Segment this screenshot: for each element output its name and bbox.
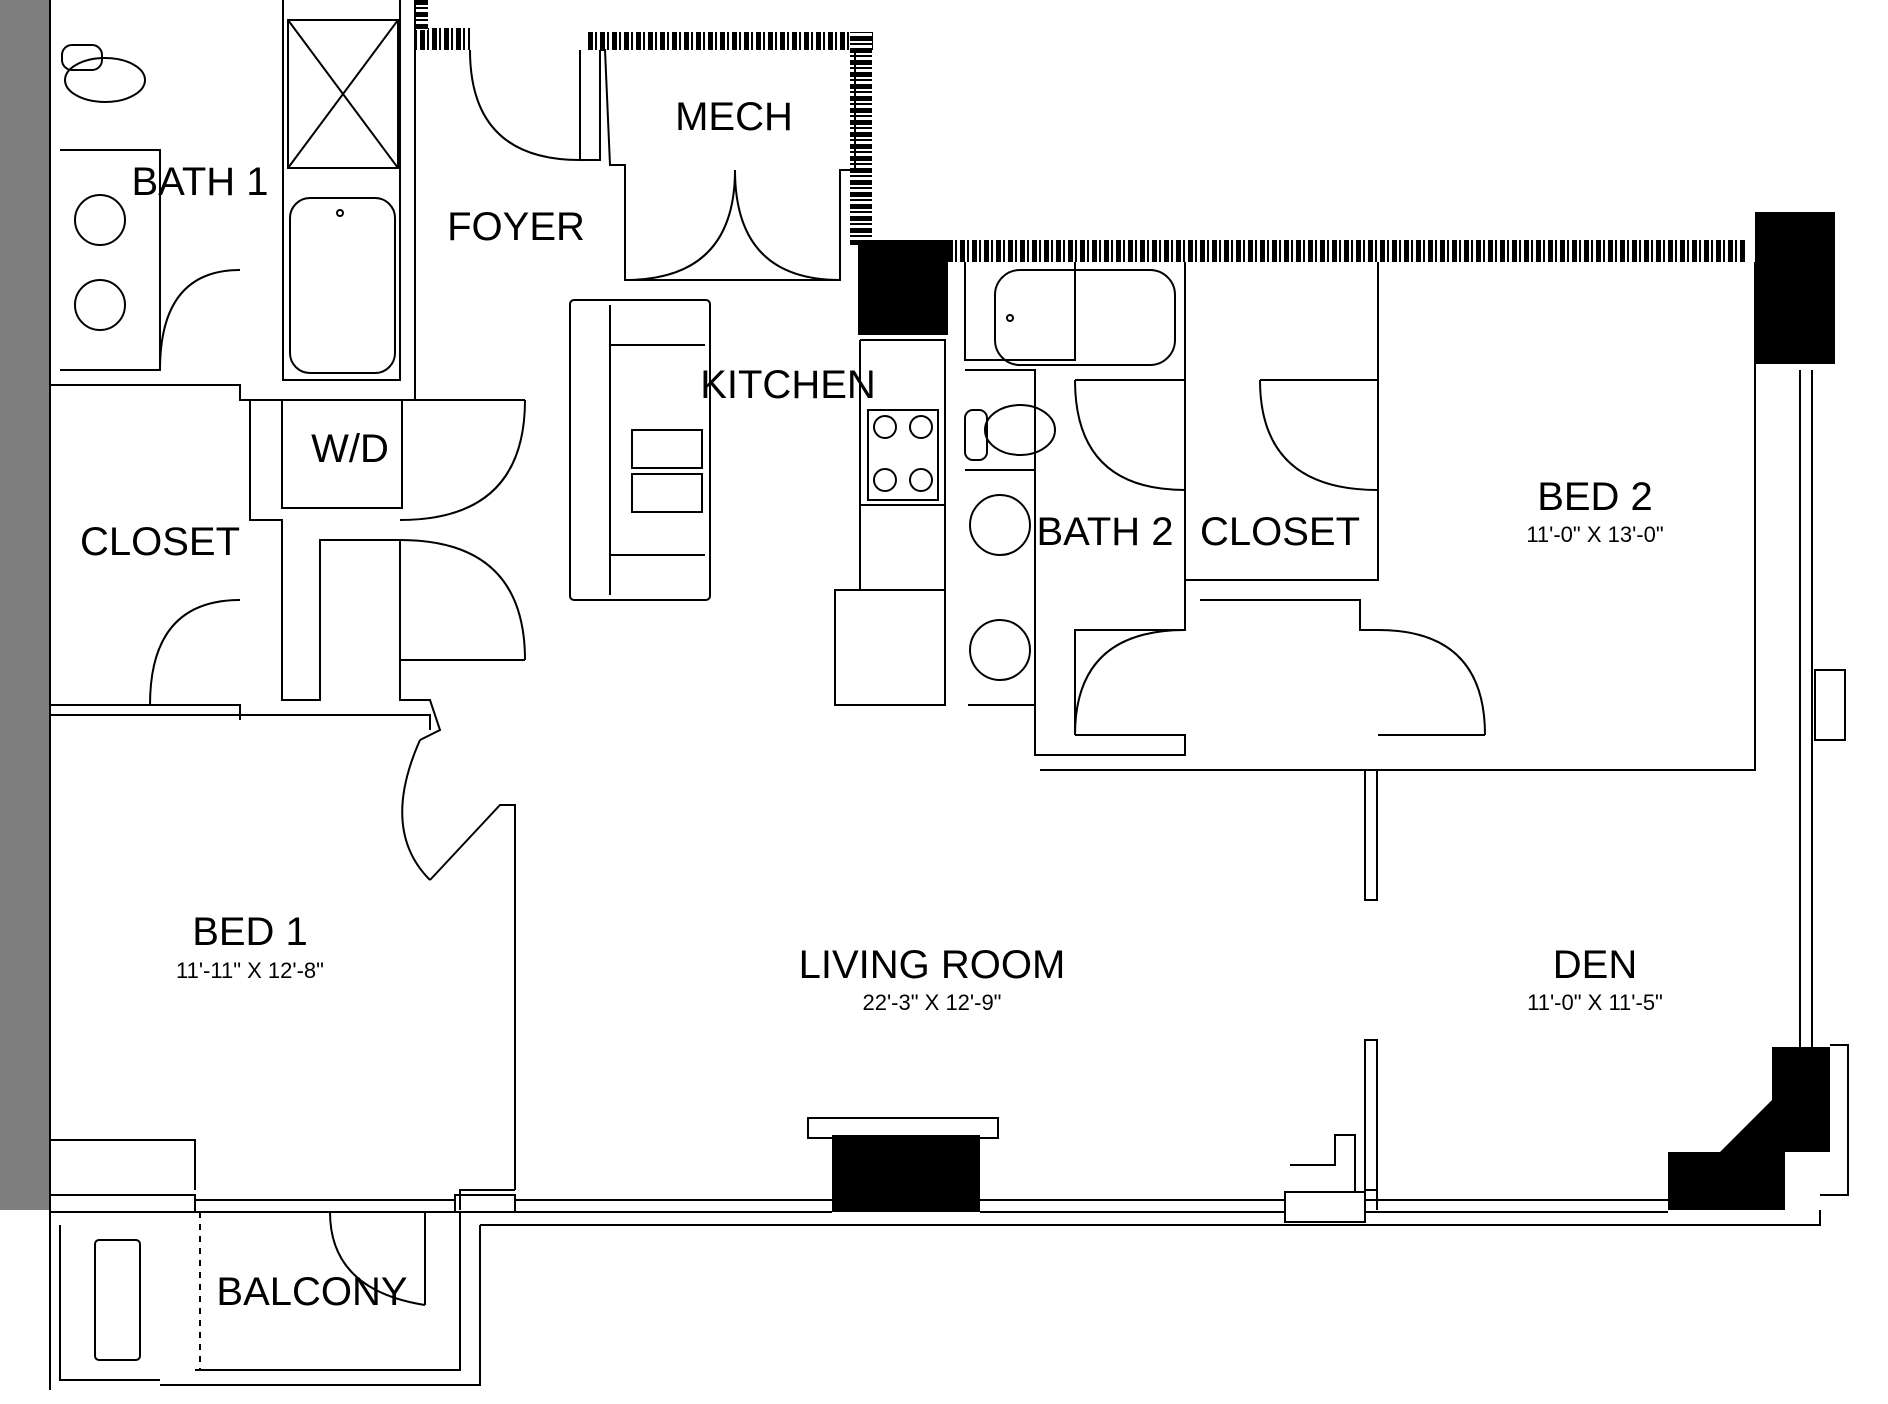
room-label-kitchen: KITCHEN xyxy=(700,363,876,407)
wall-lines xyxy=(49,0,1849,1390)
sink-icon xyxy=(969,619,1031,681)
fixtures xyxy=(61,19,1056,681)
room-label-wd: W/D xyxy=(311,427,389,471)
room-label-bed1: BED 1 xyxy=(192,910,308,954)
toilet-icon xyxy=(64,57,146,103)
columns xyxy=(832,212,1835,1212)
room-label-living: LIVING ROOM xyxy=(799,943,1066,987)
exterior-walls xyxy=(415,0,1745,262)
room-label-bed2: BED 2 xyxy=(1537,475,1653,519)
sink-icon xyxy=(969,494,1031,556)
room-dims-bed1: 11'-11" X 12'-8" xyxy=(176,958,324,983)
room-label-closet2: CLOSET xyxy=(1200,510,1360,554)
room-labels: BATH 1 FOYER MECH KITCHEN W/D CLOSET BAT… xyxy=(80,95,1664,1314)
room-dims-bed2: 11'-0" X 13'-0" xyxy=(1526,522,1663,547)
party-wall xyxy=(0,0,50,1210)
room-label-bath1: BATH 1 xyxy=(131,160,268,204)
room-label-closet1: CLOSET xyxy=(80,520,240,564)
room-label-mech: MECH xyxy=(675,95,793,139)
sink-icon xyxy=(74,194,126,246)
shower-icon xyxy=(287,19,399,169)
room-label-balcony: BALCONY xyxy=(216,1270,407,1314)
room-label-bath2: BATH 2 xyxy=(1036,510,1173,554)
room-label-den: DEN xyxy=(1553,943,1637,987)
room-label-foyer: FOYER xyxy=(447,205,585,249)
room-dims-den: 11'-0" X 11'-5" xyxy=(1527,990,1663,1015)
tub-drain-icon xyxy=(336,209,344,217)
toilet-icon xyxy=(984,404,1056,456)
room-dims-living: 22'-3" X 12'-9" xyxy=(863,990,1002,1015)
tub-drain-icon xyxy=(1006,314,1014,322)
sink-icon xyxy=(74,279,126,331)
